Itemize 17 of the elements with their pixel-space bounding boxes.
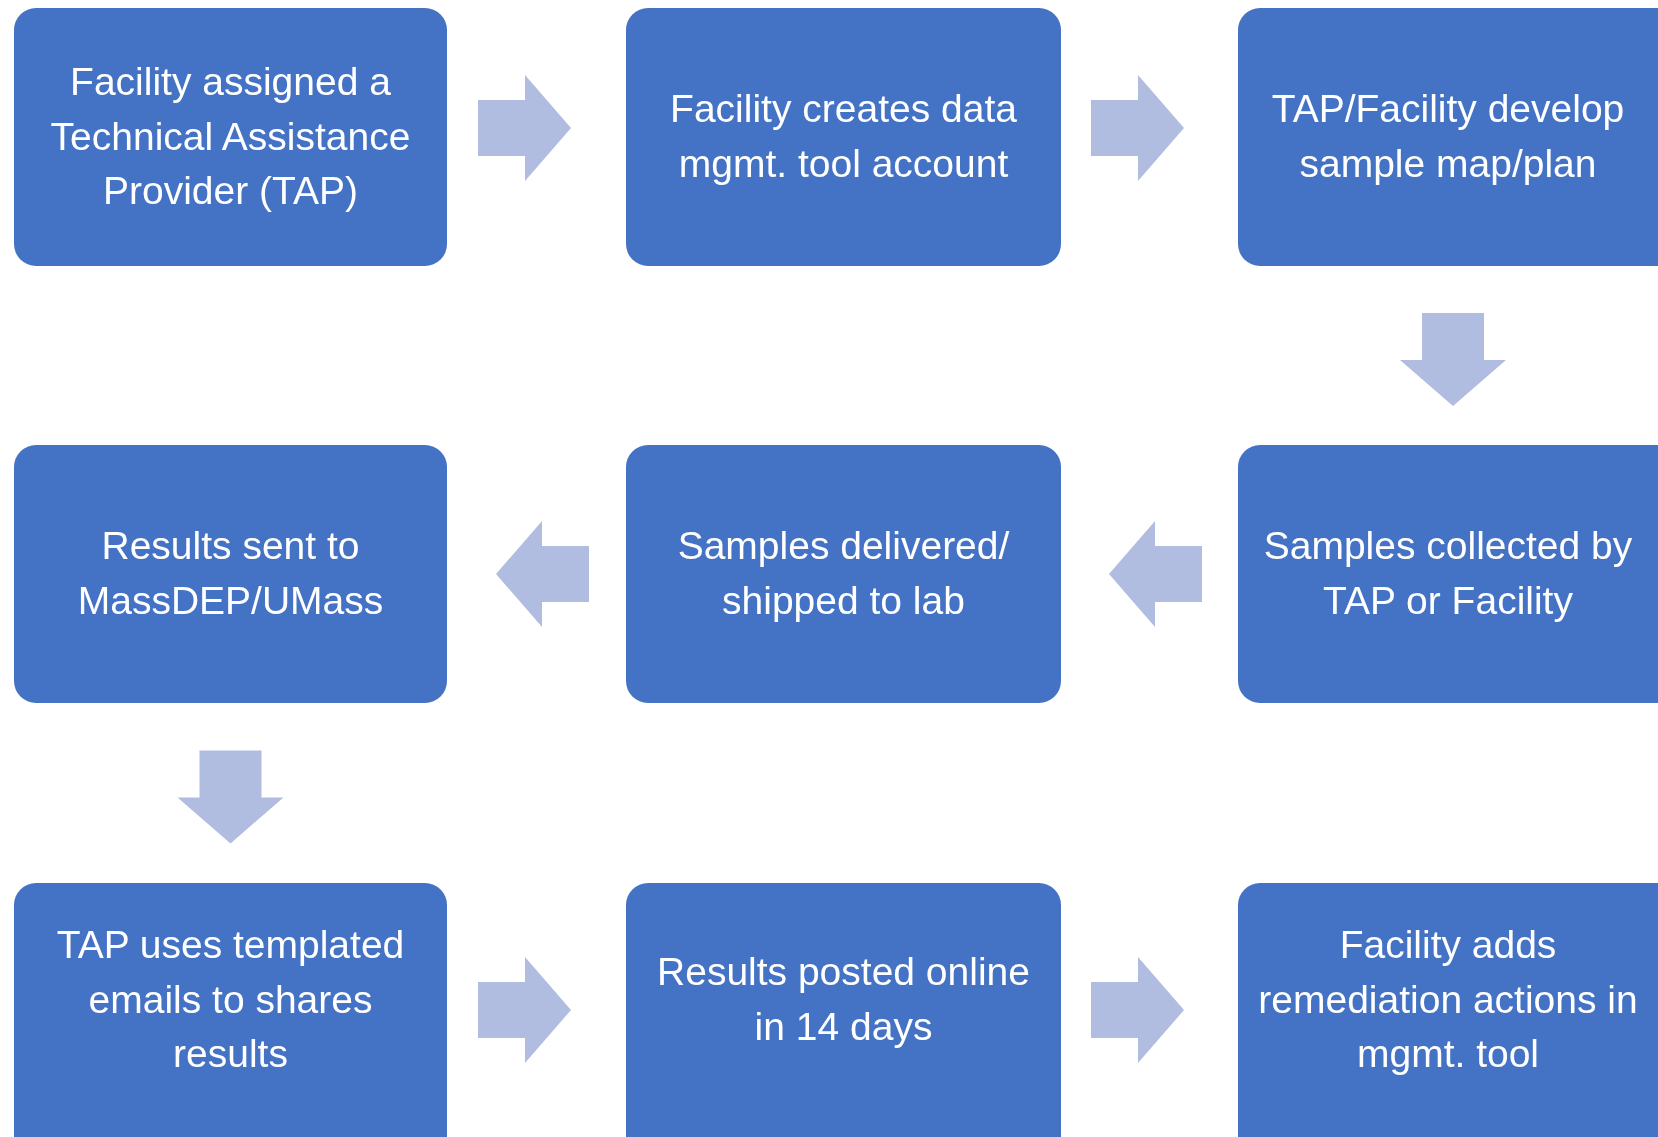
block-arrow bbox=[177, 750, 284, 844]
process-box: Facility assigned a Technical Assistance Provider (TAP) bbox=[14, 8, 447, 266]
block-arrow bbox=[478, 75, 571, 181]
process-box: Facility adds remediation actions in mgmt. tool bbox=[1238, 883, 1658, 1137]
process-box: TAP/Facility develop sample map/plan bbox=[1238, 8, 1658, 266]
block-arrow bbox=[1091, 957, 1184, 1063]
block-arrow bbox=[1400, 313, 1506, 406]
process-box: Facility creates data mgmt. tool account bbox=[626, 8, 1061, 266]
process-box: TAP uses templated emails to shares results bbox=[14, 883, 447, 1137]
block-arrow bbox=[1109, 521, 1202, 627]
block-arrow bbox=[1091, 75, 1184, 181]
process-box: Results posted online in 14 days bbox=[626, 883, 1061, 1137]
process-box: Results sent to MassDEP/UMass bbox=[14, 445, 447, 703]
process-box: Samples collected by TAP or Facility bbox=[1238, 445, 1658, 703]
block-arrow bbox=[496, 521, 589, 627]
process-box: Samples delivered/ shipped to lab bbox=[626, 445, 1061, 703]
block-arrow bbox=[478, 957, 571, 1063]
